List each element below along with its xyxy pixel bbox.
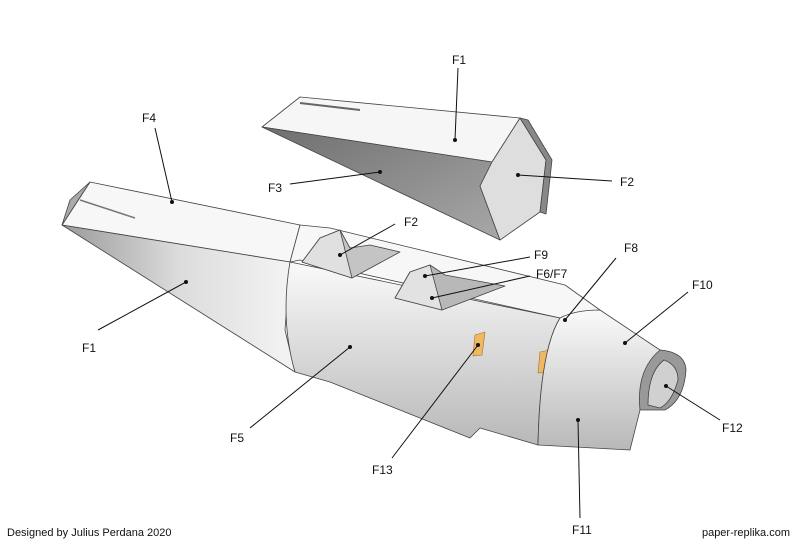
svg-text:F10: F10: [692, 278, 713, 292]
svg-text:F2: F2: [620, 175, 634, 189]
callout-f1-top: F1: [452, 53, 466, 142]
callout-f11: F11: [572, 418, 592, 537]
svg-text:F1: F1: [452, 53, 466, 67]
callout-f5: F5: [230, 345, 352, 445]
callout-f2-right: F2: [516, 173, 634, 189]
callout-f2-mid: F2: [338, 215, 418, 257]
svg-text:F11: F11: [572, 523, 592, 537]
callout-f3: F3: [268, 170, 382, 195]
callout-f12: F12: [664, 384, 743, 435]
callout-f9: F9: [423, 248, 548, 278]
callout-f1-left: F1: [82, 280, 188, 355]
callout-f13: F13: [372, 343, 480, 477]
svg-text:F6/F7: F6/F7: [536, 267, 568, 281]
canopy-part: [261, 96, 553, 241]
svg-text:F12: F12: [722, 421, 743, 435]
svg-text:F13: F13: [372, 463, 393, 477]
callout-f8: F8: [563, 241, 638, 322]
main-body-part: [285, 224, 687, 451]
svg-text:F1: F1: [82, 341, 96, 355]
designer-credit: Designed by Julius Perdana 2020: [7, 527, 172, 539]
callout-f10: F10: [623, 278, 713, 345]
svg-text:F9: F9: [534, 248, 548, 262]
svg-text:F5: F5: [230, 431, 244, 445]
callout-f4: F4: [142, 111, 174, 204]
callout-f6-f7: F6/F7: [430, 267, 568, 300]
svg-text:F8: F8: [624, 241, 638, 255]
svg-text:F3: F3: [268, 181, 282, 195]
front-cone-part: [61, 181, 301, 373]
svg-text:F2: F2: [404, 215, 418, 229]
website-link[interactable]: paper-replika.com: [701, 527, 790, 539]
svg-text:F4: F4: [142, 111, 156, 125]
